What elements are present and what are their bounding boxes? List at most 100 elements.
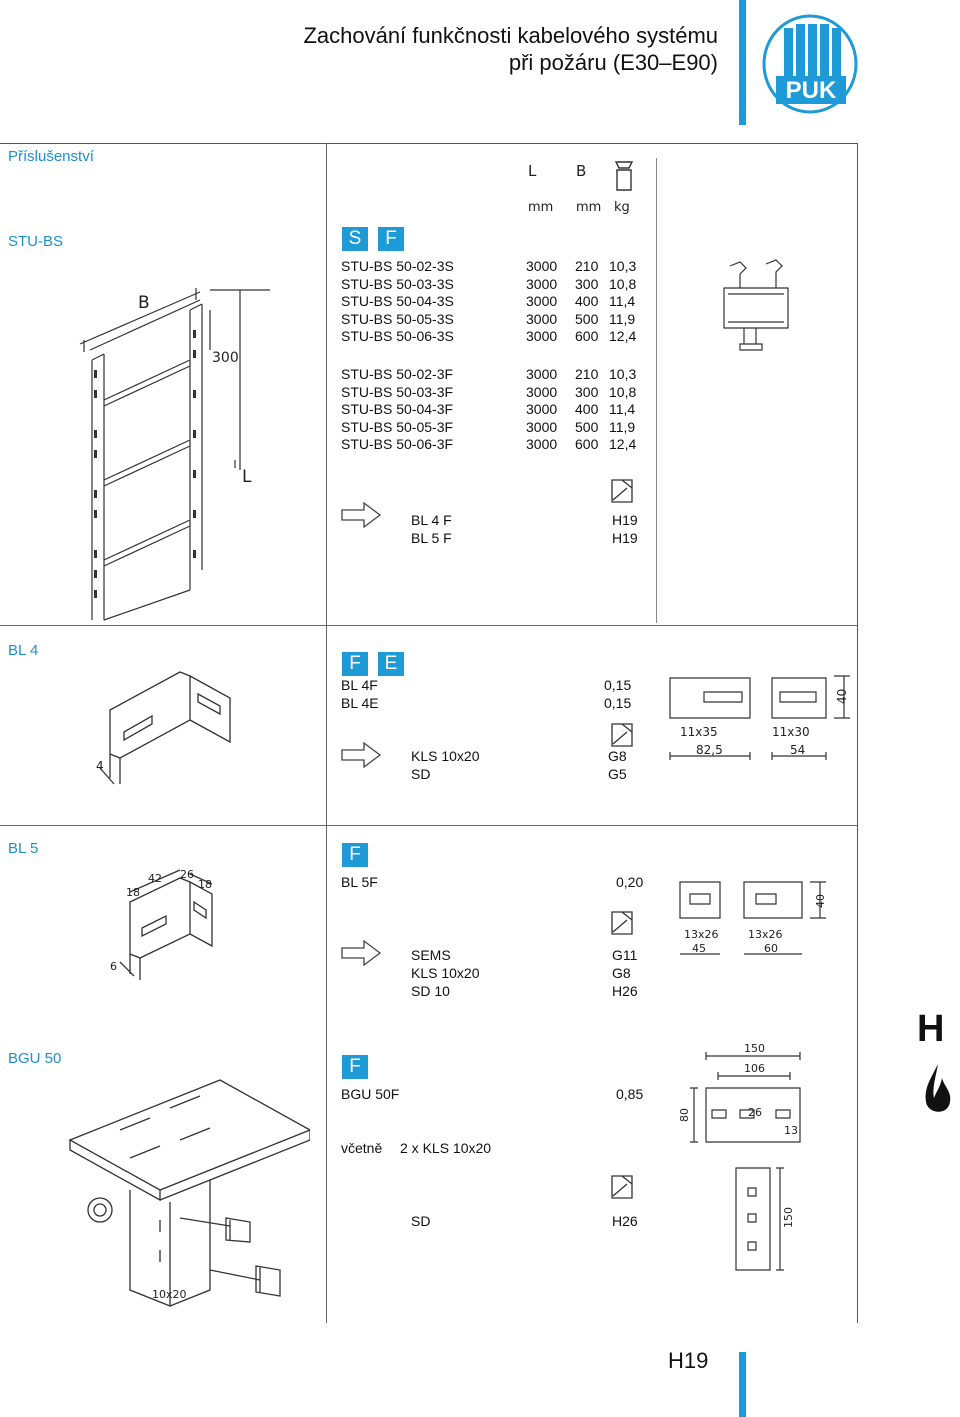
dim-26: 26 [180,868,194,881]
dim-26: 26 [748,1106,762,1119]
stu-row-width: 300 [575,275,599,292]
bl4-accessory-2-page[interactable]: G5 [608,766,627,782]
logo-text: PUK [786,77,837,104]
stu-accessory-1: BL 4 F [411,512,452,528]
title-line-2: při požáru (E30–E90) [508,50,718,75]
stu-row-length: 3000 [526,383,558,400]
bgu50-drawing: 10x20 [68,1079,310,1307]
bl5-accessory-2-page[interactable]: G8 [612,965,631,981]
stu-row-name: STU-BS 50-06-3S [341,328,454,344]
stu-row-weight: 10,8 [609,275,637,292]
dim-4: 4 [96,759,104,773]
bl4-row-1-kg: 0,15 [604,677,632,693]
dim-45: 45 [692,942,706,955]
stu-row-length: 3000 [526,401,558,417]
bgu50-dimension-drawing: 150 106 80 26 13 150 [678,1042,801,1271]
cable-ladder-drawing: B 300 L [79,288,270,621]
stu-row-length: 3000 [526,258,558,274]
reference-page-icon [611,911,633,935]
clamp-drawing [723,259,789,351]
page-code: H19 [668,1348,709,1373]
stu-row-name: STU-BS 50-05-3S [341,310,454,327]
dim-42: 42 [148,872,162,885]
stu-row-name: STU-BS 50-03-3S [341,275,454,292]
dim-b: B [138,293,150,313]
stu-row-weight: 11,4 [609,293,636,309]
stu-accessory-1-page[interactable]: H19 [612,512,638,528]
bl4-accessory-1-page[interactable]: G8 [608,748,627,764]
dim-54: 54 [790,743,805,757]
stu-row-width: 400 [575,401,599,417]
bl4-row-1: BL 4F [341,677,378,693]
bl4-row-2-kg: 0,15 [604,695,632,711]
bl4-bracket-drawing: 4 [96,671,231,785]
row-divider-bl4 [0,625,858,626]
stu-row-width: 500 [575,418,599,435]
dim-l: L [242,467,252,487]
col-unit-B: mm [576,200,602,215]
stu-row-name: STU-BS 50-06-3F [341,436,454,452]
dim-11x30: 11x30 [772,725,810,739]
col-unit-kg: kg [614,200,630,215]
stu-row-name: STU-BS 50-02-3S [341,258,454,274]
brand-bar [739,0,746,125]
stu-row-weight: 11,4 [609,401,636,417]
stu-row-length: 3000 [526,366,558,382]
bl5-accessory-1-page[interactable]: G11 [612,947,638,963]
badge-f: F [342,652,368,676]
weight-icon [614,161,634,191]
column-divider [326,143,327,1323]
bl5-accessory-3: SD 10 [411,983,450,999]
stu-row-name: STU-BS 50-02-3F [341,366,454,382]
bl5-row-1-kg: 0,20 [616,874,644,890]
reference-page-icon [611,479,633,503]
dim-13x26: 13x26 [684,928,719,941]
stu-row-width: 600 [575,328,599,344]
badge-f: F [342,1055,368,1079]
bl5-bracket-drawing: 18 42 26 18 6 [110,868,213,980]
stu-row-width: 300 [575,383,599,400]
reference-page-icon [611,723,633,747]
dim-150: 150 [744,1042,765,1055]
section-title: Příslušenství [8,148,94,165]
accessory-arrow-icon [341,741,382,769]
bgu50-accessory-1-page[interactable]: H26 [612,1213,638,1229]
stu-row-length: 3000 [526,275,558,292]
dim-18: 18 [126,886,140,899]
badge-f: F [342,843,368,867]
bgu50-row-1-kg: 0,85 [616,1086,644,1102]
bl4-dimension-drawing: 11x35 11x30 82,5 54 40 [669,675,850,760]
stu-row-weight: 10,3 [609,258,637,274]
dim-300: 300 [212,350,239,366]
col-header-L: L [528,162,537,180]
bgu50-includes-label: včetně [341,1140,383,1156]
stu-row-name: STU-BS 50-04-3F [341,401,454,417]
dim-150b: 150 [782,1207,795,1228]
stu-row-name: STU-BS 50-04-3S [341,293,454,309]
dim-13x26b: 13x26 [748,928,783,941]
stu-row-width: 600 [575,436,599,452]
page-header-title: Zachování funkčnosti kabelového systému … [303,22,718,76]
stu-row-width: 210 [575,258,599,274]
product-frame [0,143,858,1323]
stu-row-length: 3000 [526,293,558,309]
dim-11x35: 11x35 [680,725,718,739]
dim-10x20: 10x20 [152,1288,187,1301]
stu-row-width: 210 [575,366,599,382]
category-bl5: BL 5 [8,840,39,857]
bl4-accessory-2: SD [411,766,431,782]
stu-accessory-2-page[interactable]: H19 [612,530,638,546]
bgu50-includes-value: 2 x KLS 10x20 [400,1140,492,1156]
bgu50-accessory-1: SD [411,1213,431,1229]
dim-40: 40 [814,894,827,908]
badge-e: E [378,652,404,676]
stu-row-length: 3000 [526,436,558,452]
bl5-accessory-3-page[interactable]: H26 [612,983,638,999]
bgu50-row-1: BGU 50F [341,1086,400,1102]
stu-row-weight: 11,9 [609,418,636,435]
badge-s: S [342,227,368,251]
col-header-B: B [576,162,587,180]
stu-row-weight: 10,8 [609,383,637,400]
stu-row-name: STU-BS 50-05-3F [341,418,454,435]
dim-40: 40 [835,689,849,704]
